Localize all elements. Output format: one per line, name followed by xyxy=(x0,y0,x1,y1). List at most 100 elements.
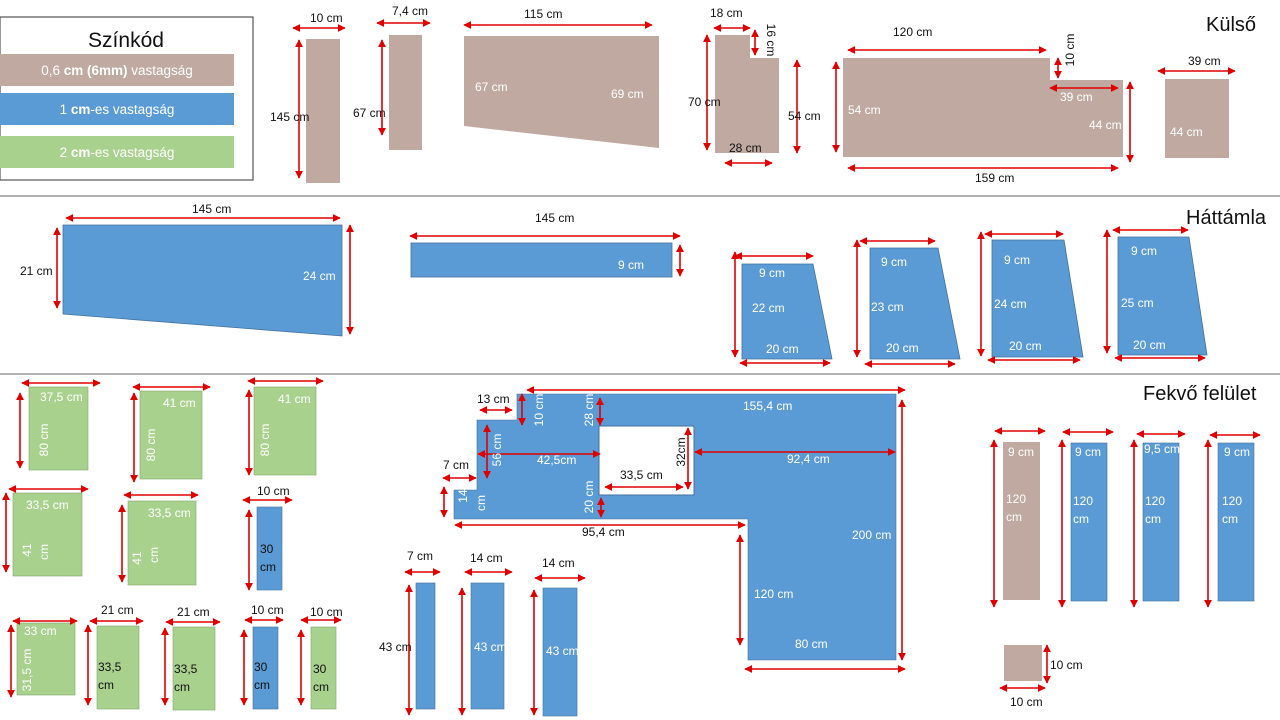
dimension-label: 39 cm xyxy=(1188,54,1221,68)
piece xyxy=(1142,442,1180,602)
piece xyxy=(415,582,436,710)
dimension-label: 120 cm xyxy=(754,587,793,601)
legend-item-thin: 0,6 cm (6mm) vastagság xyxy=(41,63,193,78)
dimension-label: 43 cm xyxy=(379,640,412,654)
dimension-label: cm xyxy=(254,678,270,692)
piece xyxy=(16,622,76,696)
dimension-label: 200 cm xyxy=(852,528,891,542)
dimension-label: 28 cm xyxy=(582,394,596,427)
piece xyxy=(1004,645,1042,681)
dimension-label: 33,5 cm xyxy=(148,506,191,520)
dimension-label: 69 cm xyxy=(611,87,644,101)
dimension-label: 41 xyxy=(130,551,144,565)
dimension-label: 9 cm xyxy=(1224,445,1250,459)
piece xyxy=(869,247,961,360)
dimension-label: 80 cm xyxy=(795,637,828,651)
dimension-label: 13 cm xyxy=(477,392,510,406)
dimension-label: 10 cm xyxy=(1050,658,1083,672)
dimension-label: cm xyxy=(147,547,161,563)
piece xyxy=(1117,236,1208,356)
dimension-label: 9 cm xyxy=(1075,445,1101,459)
dimension-label: 20 cm xyxy=(766,342,799,356)
dimension-label: 14 cm xyxy=(470,551,503,565)
dimension-label: 7 cm xyxy=(443,458,469,472)
kulso-pieces xyxy=(306,35,1229,183)
dimension-label: 33,5 cm xyxy=(26,498,69,512)
dimension-label: 30 xyxy=(313,662,327,676)
dimension-label: cm xyxy=(1006,510,1022,524)
dimension-label: 56 cm xyxy=(490,434,504,467)
dimension-label: cm xyxy=(1073,512,1089,526)
dimension-label: 9 cm xyxy=(1131,244,1157,258)
legend-swatch-medium xyxy=(0,93,234,125)
dimension-label: 120 xyxy=(1073,494,1093,508)
dimension-label: 39 cm xyxy=(1060,90,1093,104)
dimension-label: 67 cm xyxy=(353,106,386,120)
dimension-label: 70 cm xyxy=(688,95,721,109)
dimension-label: 9 cm xyxy=(618,258,644,272)
dimension-label: 20 cm xyxy=(1133,338,1166,352)
piece xyxy=(715,35,779,153)
dimension-label: 33,5 xyxy=(174,662,198,676)
dimension-label: 145 cm xyxy=(535,211,574,225)
dimension-label: 41 cm xyxy=(278,392,311,406)
dimension-label: 10 cm xyxy=(257,484,290,498)
dimension-label: 21 cm xyxy=(20,264,53,278)
piece xyxy=(172,626,216,711)
fekvo-pieces xyxy=(12,386,1255,717)
dimension-label: 33,5 xyxy=(98,660,122,674)
dimension-label: 44 cm xyxy=(1089,118,1122,132)
dimension-label: 32cm xyxy=(674,437,688,466)
dimension-label: 22 cm xyxy=(752,301,785,315)
dimension-label: cm xyxy=(1222,512,1238,526)
dimension-label: cm xyxy=(474,495,488,511)
piece xyxy=(389,35,422,150)
dimension-label: 43 cm xyxy=(546,644,579,658)
dimension-label: cm xyxy=(1145,512,1161,526)
piece xyxy=(1217,442,1255,602)
dimension-label: cm xyxy=(260,560,276,574)
piece xyxy=(96,625,140,710)
piece xyxy=(1070,442,1108,602)
piece xyxy=(253,386,317,476)
dimension-label: 24 cm xyxy=(303,269,336,283)
hattamla-pieces xyxy=(62,224,1208,360)
dimension-label: 24 cm xyxy=(994,297,1027,311)
dimension-label: cm xyxy=(313,680,329,694)
dimension-label: 42,5cm xyxy=(537,453,576,467)
dimension-label: 18 cm xyxy=(710,6,743,20)
dimension-label: 20 cm xyxy=(1009,339,1042,353)
dimension-label: 9 cm xyxy=(881,255,907,269)
piece xyxy=(1165,79,1229,158)
piece xyxy=(127,500,197,586)
dimension-label: 31,5 cm xyxy=(20,649,34,692)
section-title-kulso: Külső xyxy=(1206,14,1256,36)
piece xyxy=(28,386,89,471)
dimension-label: 120 xyxy=(1222,494,1242,508)
piece xyxy=(12,492,83,577)
dimension-arrows xyxy=(2,19,1261,716)
dimension-label: 115 cm xyxy=(524,7,562,21)
section-title-hattamla: Háttámla xyxy=(1186,207,1267,229)
dimension-label: 30 xyxy=(260,542,274,556)
dimension-label: 80 cm xyxy=(144,429,158,462)
dimension-label: 20 cm xyxy=(886,341,919,355)
piece xyxy=(991,239,1084,358)
dimension-label: 7 cm xyxy=(407,549,433,563)
dimension-label: 28 cm xyxy=(729,141,762,155)
dimension-label: cm xyxy=(174,680,190,694)
dimension-label: 155,4 cm xyxy=(743,399,792,413)
dimension-label: 120 xyxy=(1145,494,1165,508)
dimension-label: 21 cm xyxy=(177,605,210,619)
l-shaped-piece xyxy=(453,393,897,661)
dimension-label: 43 cm xyxy=(474,640,507,654)
dimension-label: 80 cm xyxy=(258,424,272,457)
piece xyxy=(542,587,578,717)
section-title-fekvo: Fekvő felület xyxy=(1143,383,1257,405)
dimension-label: 95,4 cm xyxy=(582,525,625,539)
dimension-label: 23 cm xyxy=(871,300,904,314)
dimension-label: 10 cm xyxy=(532,394,546,427)
dimension-label: 14 cm xyxy=(542,556,575,570)
